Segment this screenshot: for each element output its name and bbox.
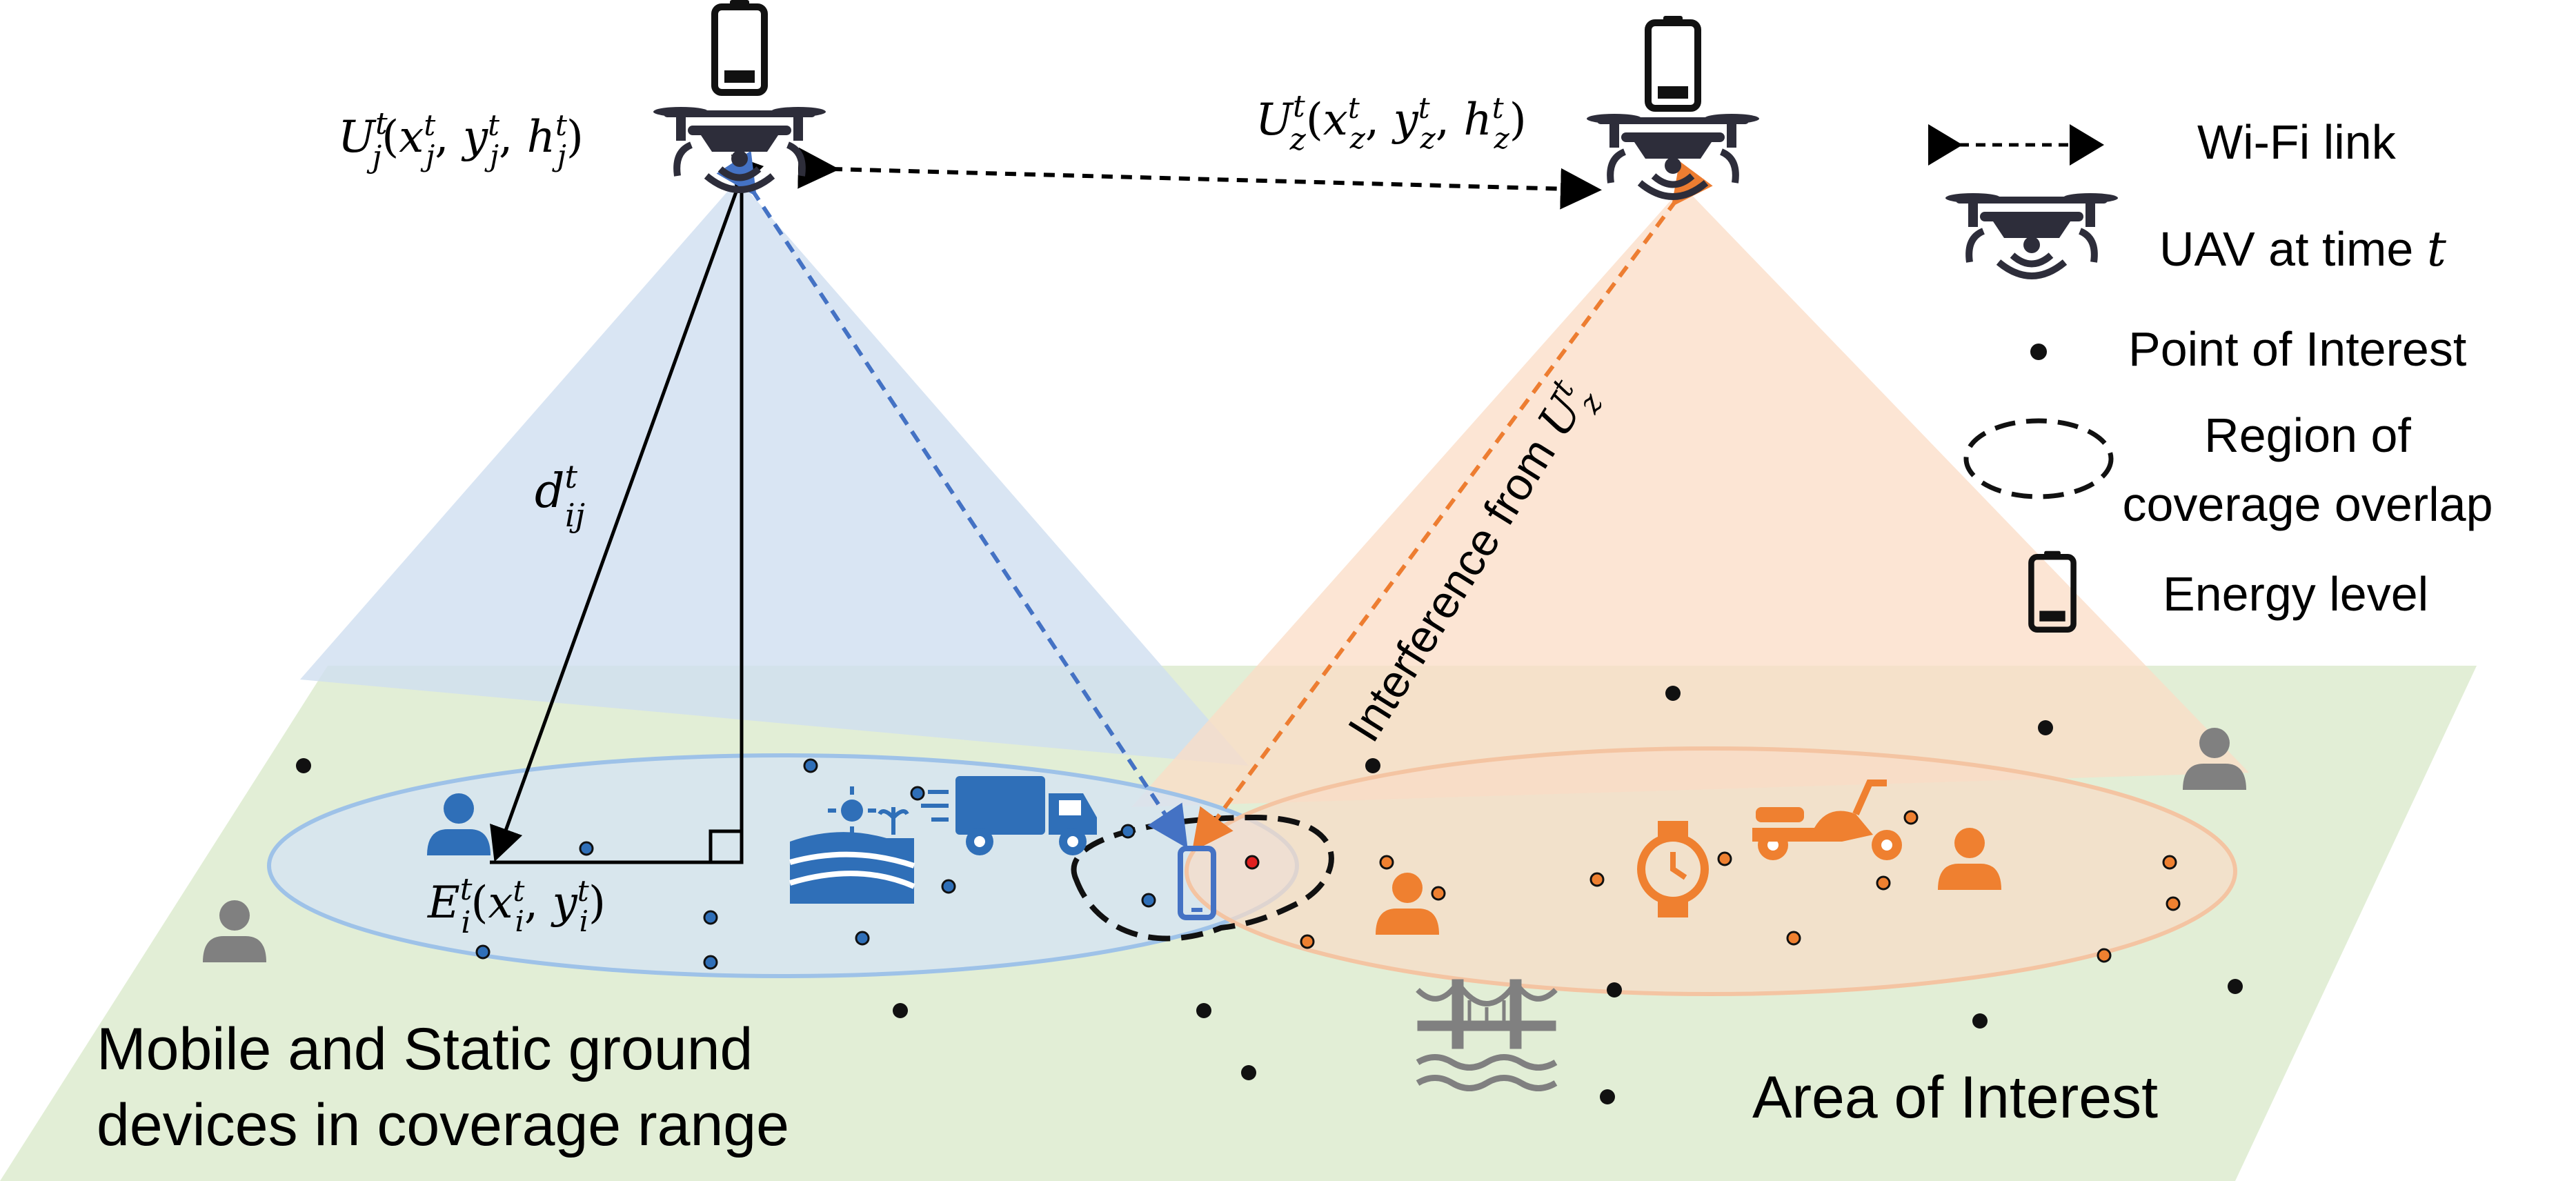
area-of-interest-label: Area of Interest	[1752, 1064, 2158, 1131]
legend-overlap-ellipse	[1963, 418, 2114, 499]
right-coverage-ellipse	[1185, 746, 2237, 996]
device-dot	[579, 841, 594, 856]
ground-devices-label-2: devices in coverage range	[97, 1092, 789, 1158]
device-dot	[1903, 810, 1919, 825]
wifi-link-arrow	[797, 147, 1602, 210]
scooter-icon	[1752, 780, 1902, 860]
blue-device-dots	[475, 758, 1156, 970]
poi-dot	[296, 758, 311, 773]
poi-dot	[1600, 1089, 1615, 1104]
drone-icon	[1587, 114, 1759, 197]
device-dot	[703, 910, 718, 925]
left-coverage-ellipse	[267, 753, 1299, 978]
device-dot	[855, 931, 870, 946]
bridge-icon	[1416, 979, 1558, 1091]
legend-region-label-2: coverage overlap	[2123, 477, 2493, 531]
poi-dot	[1196, 1003, 1211, 1018]
coverage-overlap-region	[1071, 814, 1334, 942]
poi-dots	[296, 686, 2243, 1104]
device-dot	[1876, 875, 1891, 891]
device-dot	[2097, 948, 2112, 963]
overlap-device-dot	[1245, 855, 1260, 870]
right-coverage-cone	[1131, 186, 2249, 807]
device-dot	[703, 955, 718, 970]
poi-dot	[1241, 1065, 1256, 1080]
device-dot	[2162, 855, 2177, 870]
watch-icon	[1637, 821, 1709, 917]
device-dot	[1431, 886, 1446, 901]
legend-poi-label: Point of Interest	[2128, 322, 2466, 376]
poi-dot	[2228, 979, 2243, 994]
ground-devices-label-1: Mobile and Static ground	[97, 1016, 753, 1082]
legend-energy-label: Energy level	[2163, 567, 2428, 621]
legend-poi-dot	[2030, 344, 2047, 360]
poi-dot	[1365, 758, 1380, 773]
battery-icon	[1648, 16, 1698, 108]
poi-dot	[1972, 1013, 1988, 1029]
device-dot	[941, 879, 956, 894]
device-dot	[1379, 855, 1394, 870]
legend-wifi-label: Wi-Fi link	[2197, 115, 2397, 169]
device-dot	[2166, 896, 2181, 911]
legend-region-label-1: Region of	[2204, 408, 2411, 462]
phone-icon	[1178, 846, 1216, 920]
drone-icon	[1945, 193, 2118, 276]
interference-arrow	[1191, 161, 1713, 852]
device-dot	[1300, 934, 1315, 949]
device-dot	[803, 758, 818, 773]
device-dot	[1786, 931, 1801, 946]
poi-dot	[1665, 686, 1681, 701]
poi-dot	[2038, 720, 2053, 735]
farm-icon	[789, 786, 915, 904]
legend: Wi-Fi link UAV at time t Point of Intere…	[1928, 115, 2493, 630]
distance-arrow	[490, 154, 764, 862]
device-dot	[1717, 851, 1732, 866]
poi-dot	[893, 1003, 908, 1018]
truck-icon	[921, 776, 1097, 855]
drone-icon	[653, 107, 826, 190]
left-coverage-cone	[300, 179, 1249, 766]
device-dot	[475, 944, 491, 960]
device-dot	[1120, 824, 1136, 839]
device-dot	[910, 786, 925, 801]
device-dot	[1589, 872, 1605, 887]
orange-device-dots	[1300, 810, 2181, 963]
poi-dot	[1607, 982, 1622, 998]
device-dot	[1141, 893, 1156, 908]
legend-uav-label: UAV at time t	[2159, 221, 2447, 277]
uav-phone-link-arrow	[716, 150, 1188, 849]
battery-icon	[715, 0, 764, 92]
